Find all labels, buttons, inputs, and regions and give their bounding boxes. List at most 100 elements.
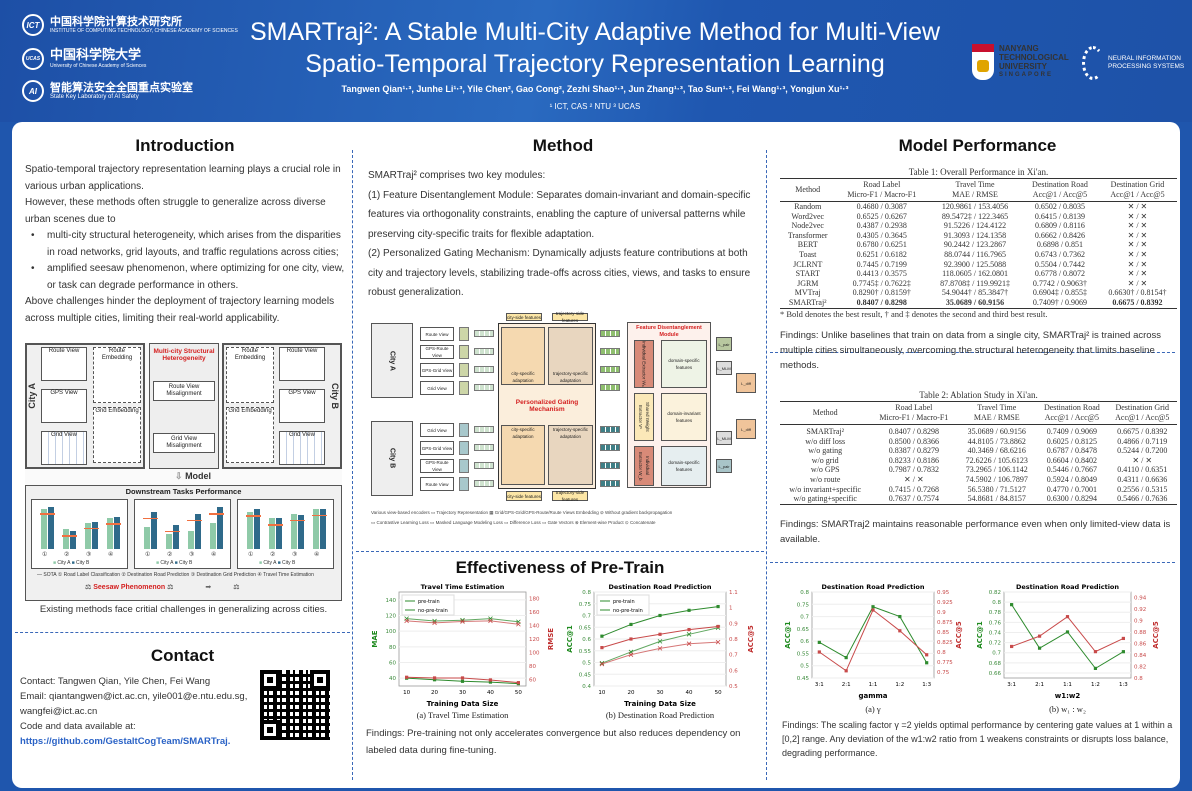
table-cell: 0.6809 / 0.8116	[1034, 221, 1085, 231]
data-point	[1010, 603, 1014, 607]
sota-marker	[143, 517, 158, 520]
method-section: Method SMARTraj² comprises two key modul…	[368, 136, 758, 303]
table-cell: 35.0689 / 60.9156	[967, 427, 1026, 436]
down-arrow-icon: ⇩	[175, 471, 183, 481]
y-tick-label: 0.5	[582, 661, 591, 667]
scale-icon: ⚖	[85, 584, 92, 591]
data-point	[600, 634, 604, 638]
table-cell: 0.7409 / 0.9069	[1046, 427, 1097, 436]
y-tick-label: 0.78	[989, 610, 1002, 616]
y-tick-label: 0.7	[992, 651, 1001, 657]
section-title: Method	[532, 136, 594, 155]
table-cell: 0.6904‡ / 0.855‡	[1032, 288, 1088, 298]
sota-marker	[40, 513, 55, 515]
bar-city-a	[63, 529, 69, 549]
table-cell: 0.6787 / 0.8478	[1046, 446, 1097, 456]
table-cell: 0.7445 / 0.7199	[856, 259, 907, 269]
y2-tick-label: 100	[529, 650, 540, 656]
table-cell: 0.6662 / 0.8426	[1034, 230, 1086, 240]
data-point	[871, 605, 875, 609]
data-point	[898, 614, 902, 619]
trajectory-representation	[474, 384, 494, 391]
table-cell: w/o diff loss	[805, 436, 846, 446]
table-cell: ✕ / ✕	[1132, 455, 1153, 465]
data-point	[658, 632, 662, 636]
y2-tick-label: 0.925	[937, 600, 953, 606]
x-tick-label: 30	[657, 690, 664, 696]
table-cell: 74.5902 / 106.7897	[965, 474, 1028, 484]
table-cell: 72.6226 / 105.6123	[965, 455, 1028, 465]
task-label: ③	[86, 552, 92, 558]
trajectory-representation	[474, 330, 494, 337]
travel-time-chart: Travel Time Estimation406080100120140608…	[371, 583, 555, 708]
table-cell: 120.9861 / 153.4056	[941, 202, 1009, 211]
introduction-section: Introduction Spatio-temporal trajectory …	[25, 136, 345, 327]
y2-axis-label: ACC@5	[1152, 621, 1160, 649]
view-encoder	[459, 327, 469, 341]
view-encoder	[459, 345, 469, 359]
y2-tick-label: 120	[529, 637, 540, 643]
y2-tick-label: 0.825	[937, 640, 953, 646]
view-input-box: GPS-Route View	[420, 345, 454, 359]
destination-road-chart: Destination Road Prediction0.40.450.50.5…	[566, 583, 755, 708]
table-cell: 0.6675 / 0.8392	[1097, 297, 1177, 309]
table-cell: 0.8233 / 0.8186	[888, 455, 939, 465]
y-tick-label: 0.7	[582, 614, 591, 620]
output-representation	[600, 348, 620, 355]
x-tick-label: 2:1	[842, 682, 851, 688]
y-tick-label: 0.55	[579, 649, 592, 655]
intro-figure: City A Route View GPS View Grid View Rou…	[25, 343, 342, 601]
bar-city-a	[166, 533, 172, 549]
data-point	[1093, 650, 1098, 654]
trajectory-representation	[474, 462, 494, 469]
y2-tick-label: 0.9	[937, 610, 946, 616]
y2-tick-label: 0.775	[937, 660, 953, 666]
y2-tick-label: 80	[529, 664, 536, 670]
table-cell: 40.3469 / 68.6216	[967, 446, 1026, 456]
bar-city-b	[254, 509, 260, 549]
table-cell: w/o gating+specific	[780, 494, 871, 505]
y-axis-label: ACC@1	[566, 625, 574, 653]
table-cell: 0.6743 / 0.7362	[1034, 249, 1086, 259]
task-label: ④	[314, 552, 320, 558]
data-point	[600, 646, 604, 650]
sota-marker	[165, 530, 180, 533]
table-cell: START	[795, 269, 820, 279]
x-tick-label: 1:2	[895, 682, 904, 688]
right-arrow-icon: ➡	[205, 584, 212, 591]
table-cell: 0.6251 / 0.6182	[856, 249, 907, 259]
data-point	[599, 660, 605, 666]
table-cell: ✕ / ✕	[1127, 211, 1148, 221]
data-point	[898, 629, 902, 633]
data-point	[516, 621, 521, 627]
bar-city-b	[276, 518, 282, 549]
github-link[interactable]: https://github.com/GestaltCogTeam/SMARTr…	[20, 736, 231, 747]
x-tick-label: 3:1	[815, 682, 824, 688]
y2-tick-label: 140	[529, 624, 540, 630]
data-point	[658, 613, 662, 618]
x-tick-label: 3:1	[1007, 682, 1016, 688]
y2-tick-label: 0.82	[1134, 665, 1146, 671]
table-cell: 0.4387 / 0.2938	[856, 221, 907, 231]
table-cell: 118.0605 / 162.0801	[942, 269, 1008, 279]
y2-tick-label: 0.7	[729, 653, 738, 659]
data-point	[460, 679, 465, 683]
table-cell: w/o gating	[808, 446, 843, 456]
table-cell: 0.4680 / 0.3087	[856, 202, 907, 211]
table-cell: 0.5504 / 0.7442	[1034, 259, 1086, 269]
neurips-dots-icon	[1082, 46, 1104, 80]
pretrain-findings: Findings: Pre-training not only accelera…	[366, 728, 741, 756]
qr-code[interactable]	[260, 670, 330, 740]
y2-tick-label: 0.8	[729, 637, 738, 643]
affiliations: ¹ ICT, CAS ² NTU ³ UCAS	[549, 102, 641, 111]
task-label: ④	[211, 552, 217, 558]
y2-tick-label: 0.8	[937, 650, 946, 656]
bar-city-a	[247, 511, 253, 549]
